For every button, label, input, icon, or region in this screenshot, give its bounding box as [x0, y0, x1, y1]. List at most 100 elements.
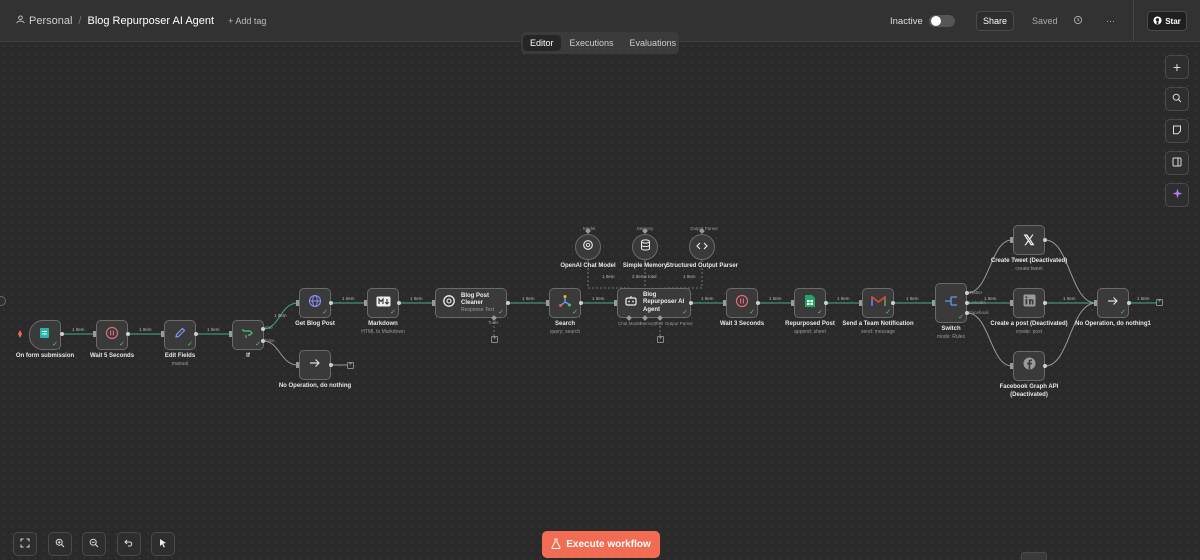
- edge-item-count: 1 Item: [139, 327, 152, 332]
- search-tool-icon: [558, 294, 572, 313]
- breadcrumb: Personal / Blog Repurposer AI Agent + Ad…: [16, 0, 266, 42]
- openai-icon: [582, 238, 594, 256]
- tab-executions[interactable]: Executions: [569, 38, 614, 48]
- node-ai-agent[interactable]: Blog Repurposer AI Agent ✓: [617, 288, 691, 318]
- success-check-icon: ✓: [682, 309, 688, 316]
- zoom-out-button[interactable]: [82, 532, 106, 556]
- edge-if-noop1: [262, 340, 299, 366]
- node-edit-fields[interactable]: ✓: [164, 320, 196, 350]
- node-send-team-notification[interactable]: ✓: [862, 288, 894, 318]
- active-toggle[interactable]: [928, 15, 955, 27]
- edge-switch-facebook: [966, 312, 1013, 367]
- edge-if-getblog: [262, 302, 299, 330]
- trigger-bolt-icon: [18, 330, 22, 338]
- edge-item-count: 1 Item: [410, 296, 423, 301]
- fit-view-button[interactable]: [13, 532, 37, 556]
- left-collapse-handle[interactable]: [0, 296, 6, 306]
- success-check-icon: ✓: [1120, 309, 1126, 316]
- edge-item-count: 1 Item: [522, 296, 535, 301]
- tidy-up-button[interactable]: [151, 532, 175, 556]
- node-no-operation[interactable]: [299, 350, 331, 380]
- history-icon: [1073, 15, 1083, 28]
- database-icon: [640, 238, 651, 256]
- sticky-note-button[interactable]: [1165, 119, 1189, 143]
- memory-slot-label: Memory: [637, 226, 654, 231]
- plus-icon: +: [1172, 59, 1182, 75]
- node-get-blog-post[interactable]: ✓: [299, 288, 331, 318]
- user-icon: [16, 15, 25, 27]
- active-toggle-group: Inactive: [890, 0, 955, 42]
- memory-port-label: Memory: [640, 321, 657, 326]
- edge-tweet-noop2: [1044, 239, 1097, 304]
- search-nodes-button[interactable]: [1165, 87, 1189, 111]
- node-openai-chat-model[interactable]: [575, 234, 601, 260]
- robot-icon: [624, 294, 638, 313]
- success-check-icon: ✓: [255, 341, 261, 348]
- project-link[interactable]: Personal: [29, 15, 73, 27]
- add-next-node-button[interactable]: +: [347, 362, 354, 369]
- edge-switch-tweet: [966, 239, 1013, 294]
- tool-port-label: Tool: [655, 321, 664, 326]
- sparkle-icon: [1172, 186, 1183, 204]
- view-tabs: Editor Executions Evaluations: [521, 32, 679, 54]
- github-star-button[interactable]: Star: [1147, 11, 1187, 31]
- node-structured-output-parser[interactable]: [689, 234, 715, 260]
- edge-item-count: 1 Item: [906, 296, 919, 301]
- openai-icon: [442, 294, 456, 313]
- add-node-button[interactable]: +: [1165, 55, 1189, 79]
- tools-slot-label: Tools: [488, 320, 499, 325]
- node-wait-3-seconds[interactable]: ✓: [726, 288, 758, 318]
- node-if[interactable]: ✓: [232, 320, 264, 350]
- add-tag-link[interactable]: + Add tag: [228, 16, 267, 26]
- share-button[interactable]: Share: [976, 11, 1014, 31]
- chat-panel-toggle[interactable]: [1021, 552, 1047, 560]
- switch-icon: [944, 294, 958, 313]
- undo-button[interactable]: [117, 532, 141, 556]
- chat-model-port-label: Chat Model: [618, 321, 642, 326]
- add-tool-button[interactable]: +: [657, 336, 664, 343]
- zoom-in-button[interactable]: [48, 532, 72, 556]
- gmail-icon: [870, 294, 886, 312]
- node-switch[interactable]: ✓: [935, 283, 967, 323]
- tab-editor[interactable]: Editor: [523, 35, 561, 51]
- ai-assistant-button[interactable]: [1165, 183, 1189, 207]
- node-label: Wait 5 Seconds: [89, 353, 135, 359]
- more-button[interactable]: ···: [1106, 0, 1115, 42]
- workflow-name[interactable]: Blog Repurposer AI Agent: [87, 15, 215, 27]
- success-check-icon: ✓: [390, 309, 396, 316]
- divider: [1133, 0, 1134, 42]
- google-sheets-icon: [804, 294, 816, 313]
- node-label: OpenAI Chat Model: [560, 263, 616, 269]
- node-form-submission[interactable]: ✓: [29, 320, 61, 350]
- node-facebook-graph-api[interactable]: [1013, 351, 1045, 381]
- branch-icon: [241, 326, 255, 345]
- node-simple-memory[interactable]: [632, 234, 658, 260]
- node-label: No Operation, do nothing: [278, 383, 352, 389]
- tab-evaluations[interactable]: Evaluations: [629, 38, 677, 48]
- node-wait-5-seconds[interactable]: ✓: [96, 320, 128, 350]
- node-create-tweet[interactable]: 𝕏: [1013, 225, 1045, 255]
- node-repurposed-post[interactable]: ✓: [794, 288, 826, 318]
- edge-item-count: 1 Item: [602, 274, 615, 279]
- edge-parser-agent: [664, 260, 703, 293]
- success-check-icon: ✓: [885, 309, 891, 316]
- edge-item-count: 1 Item: [683, 274, 696, 279]
- toggle-panel-button[interactable]: [1165, 151, 1189, 175]
- execute-workflow-button[interactable]: Execute workflow: [542, 531, 660, 558]
- node-create-linkedin-post[interactable]: [1013, 288, 1045, 318]
- history-button[interactable]: [1073, 0, 1083, 42]
- node-label: Simple Memory: [622, 263, 668, 269]
- node-no-operation-1[interactable]: ✓: [1097, 288, 1129, 318]
- add-tool-button[interactable]: +: [491, 336, 498, 343]
- workflow-canvas[interactable]: [0, 42, 1200, 560]
- success-check-icon: ✓: [52, 341, 58, 348]
- node-search[interactable]: ✓: [549, 288, 581, 318]
- node-label: Create a post (Deactivated)create: post: [990, 321, 1068, 335]
- node-markdown[interactable]: ✓: [367, 288, 399, 318]
- add-next-node-button[interactable]: +: [1156, 299, 1163, 306]
- zoom-in-icon: [55, 535, 65, 553]
